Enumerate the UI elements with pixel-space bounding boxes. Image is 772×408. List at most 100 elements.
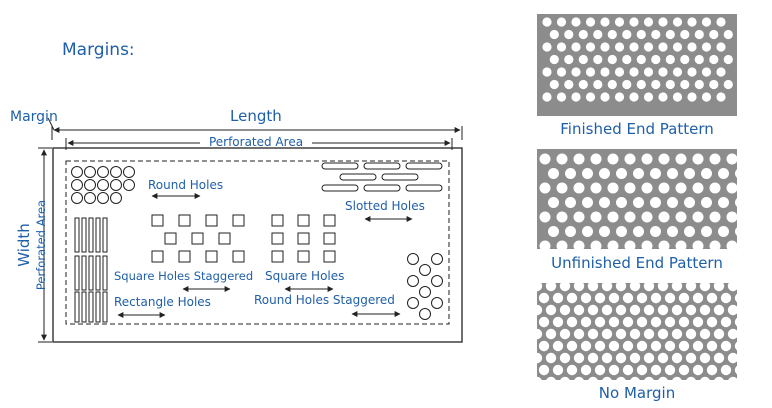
hole [552, 340, 564, 352]
hole [573, 240, 585, 249]
hole [538, 292, 550, 304]
hole [582, 168, 593, 179]
hole [539, 211, 551, 223]
hole [582, 197, 593, 208]
hole [556, 211, 568, 223]
hole [680, 54, 690, 65]
hole [650, 316, 662, 328]
hole [718, 226, 729, 237]
hole [594, 292, 606, 304]
hole [701, 168, 712, 179]
hole [614, 92, 625, 102]
perforated-area-outline [65, 160, 450, 325]
hole [624, 182, 636, 194]
hole [608, 316, 620, 328]
hole [726, 153, 737, 165]
hole [685, 304, 697, 316]
hole [556, 67, 567, 77]
hole [559, 304, 571, 316]
hole [552, 292, 564, 304]
hole [571, 92, 581, 102]
hole [614, 42, 625, 52]
width-label: Width [15, 223, 33, 267]
hole [624, 153, 636, 165]
hole [580, 292, 592, 304]
hole [718, 168, 729, 179]
hole [726, 240, 737, 249]
hole [537, 304, 543, 316]
hole [734, 293, 737, 303]
hole [643, 283, 655, 292]
hole [664, 316, 676, 328]
hole [706, 292, 718, 304]
hole [718, 197, 729, 208]
hole [539, 240, 551, 249]
hole [566, 316, 578, 328]
round-holes-label: Round Holes [148, 178, 223, 192]
hole [720, 340, 732, 352]
hole [630, 376, 640, 380]
hole [692, 240, 704, 249]
round-holes-staggered-cluster [407, 253, 443, 320]
hole [615, 352, 627, 364]
no-margin-pattern-label: No Margin [598, 384, 676, 402]
hole [633, 168, 644, 179]
hole [699, 283, 711, 292]
hole [643, 352, 655, 364]
hole [672, 376, 682, 380]
hole [665, 29, 675, 40]
hole [699, 352, 711, 364]
hole [720, 364, 732, 376]
hole [675, 240, 687, 249]
hole [615, 328, 627, 340]
hole [614, 67, 625, 77]
hole [573, 304, 585, 316]
hole [573, 283, 585, 292]
hole [556, 153, 568, 165]
hole [607, 153, 619, 165]
hole [692, 364, 704, 376]
perforated-area-vertical-label: Perforated Area [34, 200, 48, 290]
hole [565, 168, 576, 179]
hole [657, 304, 669, 316]
hole [706, 364, 718, 376]
hole [624, 211, 636, 223]
hole [537, 328, 543, 340]
hole [694, 29, 704, 40]
hole [580, 316, 592, 328]
hole [622, 340, 634, 352]
hole [672, 67, 683, 77]
hole [599, 197, 610, 208]
hole [641, 182, 653, 194]
hole [608, 364, 620, 376]
hole [585, 17, 596, 27]
hole [616, 226, 627, 237]
hole [713, 328, 725, 340]
hole [590, 182, 602, 194]
margin-pointer [47, 117, 55, 131]
unfinished-end-pattern-image [537, 149, 737, 249]
hole [607, 54, 617, 65]
hole [692, 211, 704, 223]
square-holes-cluster [271, 214, 336, 263]
hole [548, 197, 559, 208]
hole [593, 79, 603, 90]
hole [701, 67, 712, 77]
hole [735, 198, 737, 207]
hole [564, 29, 574, 40]
hole [615, 304, 627, 316]
hole [709, 211, 721, 223]
hole [692, 153, 704, 165]
hole [675, 182, 687, 194]
hole [709, 79, 719, 90]
hole [590, 240, 602, 249]
hole [573, 328, 585, 340]
hole [692, 292, 704, 304]
hole [664, 292, 676, 304]
hole [559, 283, 571, 292]
hole [587, 328, 599, 340]
hole [601, 283, 613, 292]
hole [720, 292, 732, 304]
hole [542, 67, 552, 77]
hole [706, 340, 718, 352]
